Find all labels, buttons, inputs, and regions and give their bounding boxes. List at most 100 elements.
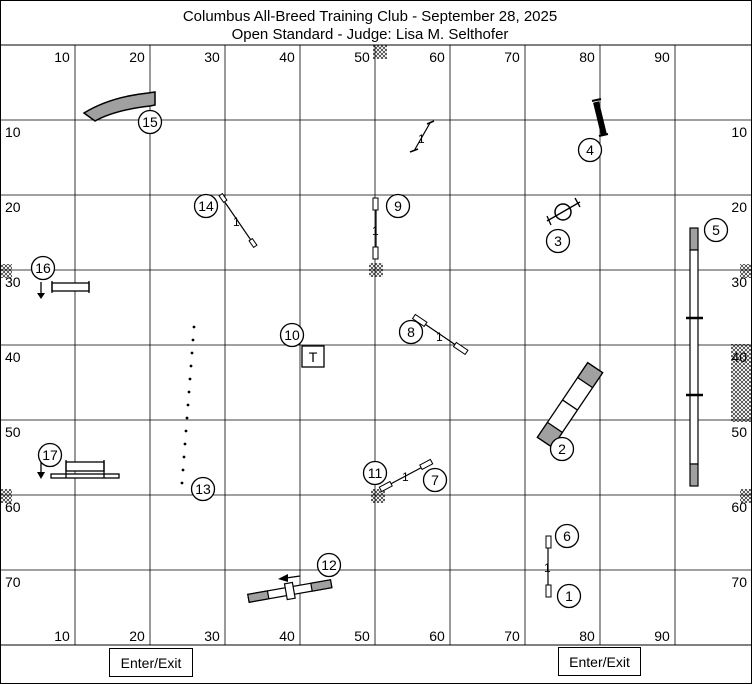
number-circle — [422, 467, 448, 493]
hatch-markers — [0, 45, 752, 503]
obstacle-number: 12 — [321, 557, 337, 573]
direction-arrow-icon — [37, 472, 45, 479]
weave-pole — [188, 377, 192, 381]
jump-wing — [545, 535, 552, 549]
dogwalk-plank — [689, 249, 699, 465]
number-markers: 15 4 14 9 5 3 16 8 10 2 17 11 7 13 6 12 — [30, 109, 729, 609]
obstacle-number: 7 — [431, 472, 439, 488]
jump-height-label: 1 — [418, 132, 425, 146]
hatch-marker — [0, 489, 12, 503]
jump-wing — [409, 148, 419, 153]
enter-exit-right-button[interactable]: Enter/Exit — [558, 647, 641, 676]
number-circle — [193, 193, 219, 219]
obstacle-number: 6 — [563, 528, 571, 544]
number-circle — [362, 460, 388, 486]
obstacle-number: 13 — [195, 481, 211, 497]
hatch-marker — [373, 45, 387, 59]
bottom-tick-label: 50 — [354, 628, 370, 644]
bottom-tick-label: 30 — [204, 628, 220, 644]
double-jump-bar — [65, 461, 105, 472]
weave-pole — [185, 416, 189, 420]
number-circle — [554, 523, 580, 549]
table-label: T — [309, 349, 318, 365]
jump-bar-black — [593, 101, 607, 136]
obstacle-number: 15 — [142, 114, 158, 130]
right-tick-label: 20 — [731, 199, 747, 215]
weave-pole — [183, 442, 187, 446]
obstacle-number: 4 — [586, 142, 594, 158]
obstacle-number: 10 — [284, 327, 300, 343]
jump-wing — [545, 584, 552, 598]
top-tick-label: 80 — [579, 49, 595, 65]
weave-pole — [182, 455, 186, 459]
dogwalk-ramp-down — [689, 463, 699, 487]
tire-leg — [574, 197, 581, 208]
top-tick-label: 50 — [354, 49, 370, 65]
obstacle-number: 3 — [554, 233, 562, 249]
pause-table — [301, 345, 325, 368]
number-circle — [137, 109, 163, 135]
right-tick-label: 70 — [731, 574, 747, 590]
jump-height-label: 1 — [233, 215, 240, 229]
left-tick-label: 20 — [5, 199, 21, 215]
jump-wing — [378, 480, 393, 493]
a-frame-contact — [576, 361, 604, 389]
top-tick-label: 20 — [129, 49, 145, 65]
weave-poles — [180, 325, 196, 485]
weave-pole — [180, 481, 184, 485]
obstacle-number: 2 — [558, 441, 566, 457]
number-circle — [549, 436, 575, 462]
direction-arrow-icon — [37, 293, 45, 299]
hatch-marker — [371, 489, 385, 503]
hatch-marker — [740, 264, 752, 278]
jump-wing — [218, 192, 228, 204]
number-circle — [703, 217, 729, 243]
jump-14 — [221, 197, 256, 247]
jump-wing — [452, 341, 469, 356]
obstacle-number: 9 — [394, 198, 402, 214]
jump-height-label: 1 — [544, 561, 551, 575]
number-circle — [37, 442, 63, 468]
jump-height-label: 1 — [436, 330, 443, 344]
weave-pole — [186, 403, 190, 407]
obstacle-number: 14 — [198, 198, 214, 214]
top-tick-label: 90 — [654, 49, 670, 65]
dogwalk-ramp-up — [689, 227, 699, 251]
weave-pole — [187, 390, 191, 394]
enter-exit-left-button[interactable]: Enter/Exit — [109, 648, 193, 677]
obstacle-number: 5 — [712, 222, 720, 238]
double-jump-base — [50, 473, 120, 479]
hatch-marker — [369, 263, 383, 277]
jump-wing — [591, 98, 602, 102]
right-tick-label: 50 — [731, 424, 747, 440]
bottom-axis-labels: 10 20 30 40 50 60 70 80 90 — [54, 628, 670, 644]
tire-leg — [546, 215, 552, 226]
hatch-marker — [731, 344, 752, 422]
left-tick-label: 50 — [5, 424, 21, 440]
obstacle-number: 1 — [565, 588, 573, 604]
top-axis-labels: 10 20 30 40 50 60 70 80 90 — [54, 49, 670, 65]
number-circle — [30, 255, 56, 281]
left-tick-label: 10 — [5, 124, 21, 140]
bottom-tick-label: 10 — [54, 628, 70, 644]
bottom-tick-label: 40 — [279, 628, 295, 644]
right-tick-label: 10 — [731, 124, 747, 140]
teeter-contact — [247, 590, 270, 603]
jump-wing — [372, 246, 379, 260]
number-circle — [398, 319, 424, 345]
direction-arrow-icon — [278, 574, 288, 582]
jump-wing — [419, 458, 434, 471]
teeter-fulcrum — [283, 581, 296, 601]
bottom-tick-label: 80 — [579, 628, 595, 644]
weave-pole — [189, 364, 193, 368]
weave-pole — [190, 351, 194, 355]
a-frame-apex — [562, 399, 578, 411]
number-circle — [577, 137, 603, 163]
weave-pole — [191, 338, 195, 342]
number-circle — [385, 193, 411, 219]
bottom-tick-label: 20 — [129, 628, 145, 644]
bottom-tick-label: 60 — [429, 628, 445, 644]
top-tick-label: 70 — [504, 49, 520, 65]
